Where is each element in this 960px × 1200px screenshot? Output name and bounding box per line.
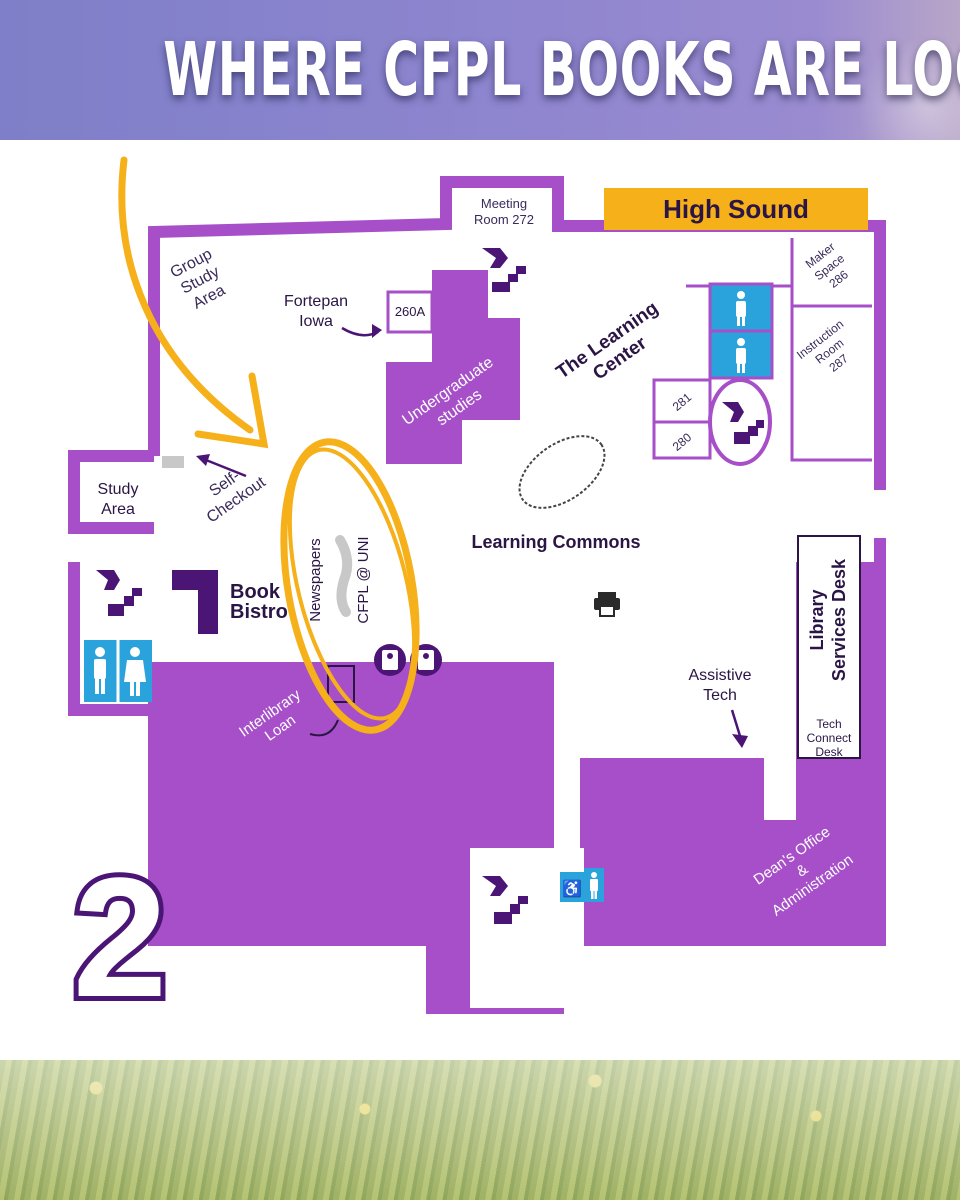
header-banner: WHERE CFPL BOOKS ARE LOCATED (0, 0, 960, 140)
restroom-icon (736, 291, 746, 373)
learning-center-restrooms (708, 282, 774, 380)
self-checkout-kiosk (162, 456, 184, 468)
zone-south-wall (428, 940, 470, 1012)
page-title: WHERE CFPL BOOKS ARE LOCATED (163, 27, 960, 113)
highlight-arrow-line (118, 156, 254, 434)
accessible-icon: ♿ (562, 879, 582, 898)
south-stair-room (470, 848, 556, 1008)
maker-space-label: Maker Space 286 (803, 240, 851, 291)
highlight-ellipse (280, 438, 420, 734)
stairs-icon-south (482, 876, 528, 924)
highlight-ellipse-inner (287, 447, 417, 721)
book-bistro-label: Book Bistro (230, 581, 288, 623)
interlibrary-arrow (309, 719, 339, 737)
highlight-annotation (118, 156, 420, 734)
library-services-desk: Library Services Desk Tech Connect Desk (797, 535, 861, 759)
arrow-icon (196, 454, 210, 466)
meeting-room-label-1: Meeting (481, 196, 527, 211)
tech-connect-desk-label: Tech Connect Desk (807, 717, 852, 759)
stairs-icon-learning-center (722, 402, 764, 444)
book-bistro-logo-icon (172, 570, 218, 634)
tech-connect-3: Desk (815, 745, 843, 759)
high-sound-label: High Sound (663, 194, 809, 224)
south-restroom: ♿ (560, 868, 604, 902)
restroom-icon (590, 872, 598, 899)
fortepan-2: Iowa (299, 313, 333, 330)
arrow-icon (732, 734, 748, 748)
grass-haze (0, 1060, 960, 1200)
highlight-arrow-head (194, 372, 269, 449)
sculpture-outline (518, 435, 606, 509)
stairs-icon-west (96, 570, 142, 616)
book-bistro-2: Bistro (230, 601, 288, 623)
fortepan-label: Fortepan Iowa (284, 293, 348, 330)
study-area-label: Study Area (98, 481, 139, 518)
book-bistro-1: Book (230, 581, 281, 603)
study-area-2: Area (101, 501, 135, 518)
assistive-1: Assistive (688, 667, 751, 684)
tech-connect-2: Connect (807, 731, 852, 745)
cfpl-uni-label: CFPL @ UNI (355, 536, 372, 623)
meeting-room-272: Meeting Room 272 (458, 192, 550, 234)
zone-undergraduate (386, 270, 520, 464)
floor-map: Meeting Room 272 High Sound Maker Space … (0, 140, 960, 1060)
library-services-2: Services Desk (829, 558, 849, 681)
interlibrary-loan-box (327, 665, 355, 703)
newspapers-label: Newspapers (307, 538, 324, 621)
self-checkout-arrow (205, 458, 247, 478)
restroom-icon (94, 647, 146, 696)
assistive-tech-label: Assistive Tech (688, 667, 751, 704)
tech-connect-1: Tech (816, 717, 841, 731)
spiral-stair-outline (708, 378, 772, 466)
stairs-icon (482, 248, 526, 292)
self-checkout-label: Self- Checkout (204, 467, 270, 526)
floor-number: 2 (73, 843, 168, 1033)
learning-commons-label: Learning Commons (471, 532, 640, 552)
room-260a: 260A (386, 290, 434, 334)
fortepan-1: Fortepan (284, 293, 348, 310)
east-rooms (686, 238, 872, 462)
printer-icon (594, 592, 620, 617)
grass-photo-footer (0, 1060, 960, 1200)
room-260a-label: 260A (395, 304, 426, 319)
arrow-icon (372, 324, 382, 338)
high-sound-zone: High Sound (604, 188, 868, 230)
tree-photo-decoration (850, 30, 960, 140)
study-area-1: Study (98, 481, 139, 498)
meeting-room-label-2: Room 272 (474, 212, 534, 227)
newspaper-shelf (335, 535, 353, 617)
group-study-label: Group Study Area (168, 246, 228, 313)
west-restrooms (84, 640, 152, 702)
assistive-arrow (730, 709, 742, 737)
rooms-281-280: 281 280 (652, 378, 712, 460)
instruction-room-label: Instruction Room 287 (794, 317, 851, 375)
floor-map-svg: Meeting Room 272 High Sound Maker Space … (68, 156, 886, 1038)
library-services-1: Library (807, 589, 827, 650)
assistive-2: Tech (703, 687, 737, 704)
